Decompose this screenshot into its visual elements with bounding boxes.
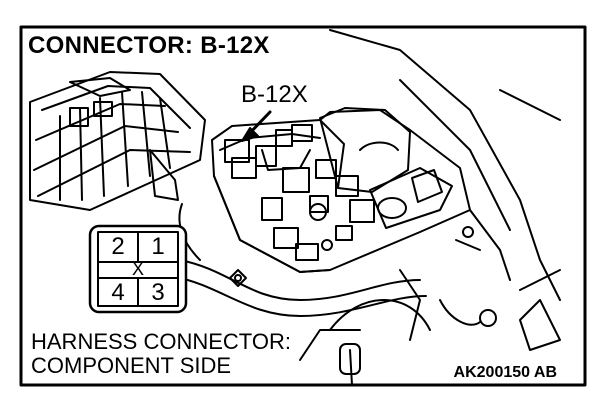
pin-2-label: 2	[111, 233, 125, 260]
relay-box	[211, 107, 474, 273]
diagram-title: CONNECTOR: B-12X	[24, 32, 276, 60]
connector-center-mark: X	[131, 259, 144, 279]
caption-line-2: COMPONENT SIDE	[31, 353, 232, 378]
right-panel	[329, 29, 561, 351]
pin-4-label: 4	[111, 279, 125, 306]
grille-block	[29, 71, 206, 211]
pin-3-label: 3	[151, 279, 165, 306]
harness-caption: HARNESS CONNECTOR: COMPONENT SIDE	[31, 330, 295, 378]
harness-lines	[171, 203, 497, 386]
connector-face[interactable]	[88, 224, 188, 314]
pin-1-label: 1	[151, 233, 165, 260]
connector-callout-label: B-12X	[241, 81, 308, 108]
caption-line-1: HARNESS CONNECTOR:	[31, 329, 291, 354]
callout-arrow	[241, 110, 272, 142]
reference-code: AK200150 AB	[450, 364, 560, 382]
